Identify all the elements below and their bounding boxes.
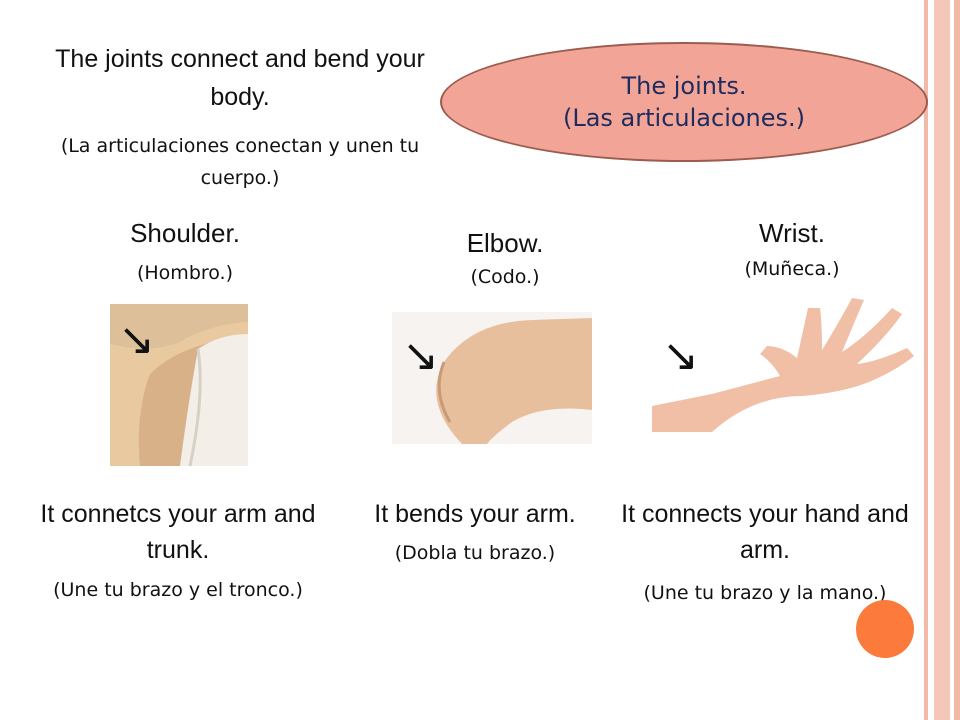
oval-line-1: The joints.	[621, 72, 747, 100]
joint-desc-spanish-shoulder: (Une tu brazo y el tronco.)	[53, 579, 303, 601]
joint-spanish-shoulder: (Hombro.)	[136, 262, 234, 284]
arrow-icon: ↘	[402, 330, 439, 381]
decorative-side-stripes	[914, 0, 960, 720]
shoulder-photo	[110, 304, 248, 466]
joint-desc-wrist: It connects your hand and arm.	[621, 500, 909, 564]
intro-title: The joints connect and bend your body.	[55, 45, 425, 111]
title-oval: The joints. (Las articulaciones.)	[440, 42, 928, 162]
joint-desc-shoulder: It connetcs your arm and trunk.	[40, 500, 316, 564]
oval-line-2: (Las articulaciones.)	[562, 104, 806, 132]
joint-spanish-elbow: (Codo.)	[470, 266, 540, 288]
arrow-icon: ↘	[662, 330, 699, 381]
joint-name-elbow: Elbow.	[466, 228, 544, 258]
joint-name-shoulder: Shoulder.	[130, 218, 240, 248]
intro-subtitle: (La articulaciones conectan y unen tu cu…	[60, 135, 420, 189]
decorative-orange-dot	[856, 600, 914, 658]
joint-desc-spanish-wrist: (Une tu brazo y la mano.)	[643, 582, 887, 604]
wrist-photo	[652, 296, 920, 432]
joint-name-wrist: Wrist.	[759, 218, 825, 248]
joint-desc-spanish-elbow: (Dobla tu brazo.)	[394, 542, 556, 564]
joint-spanish-wrist: (Muñeca.)	[744, 258, 840, 280]
arrow-icon: ↘	[118, 314, 155, 365]
joint-desc-elbow: It bends your arm.	[374, 500, 576, 528]
elbow-photo	[392, 312, 592, 444]
